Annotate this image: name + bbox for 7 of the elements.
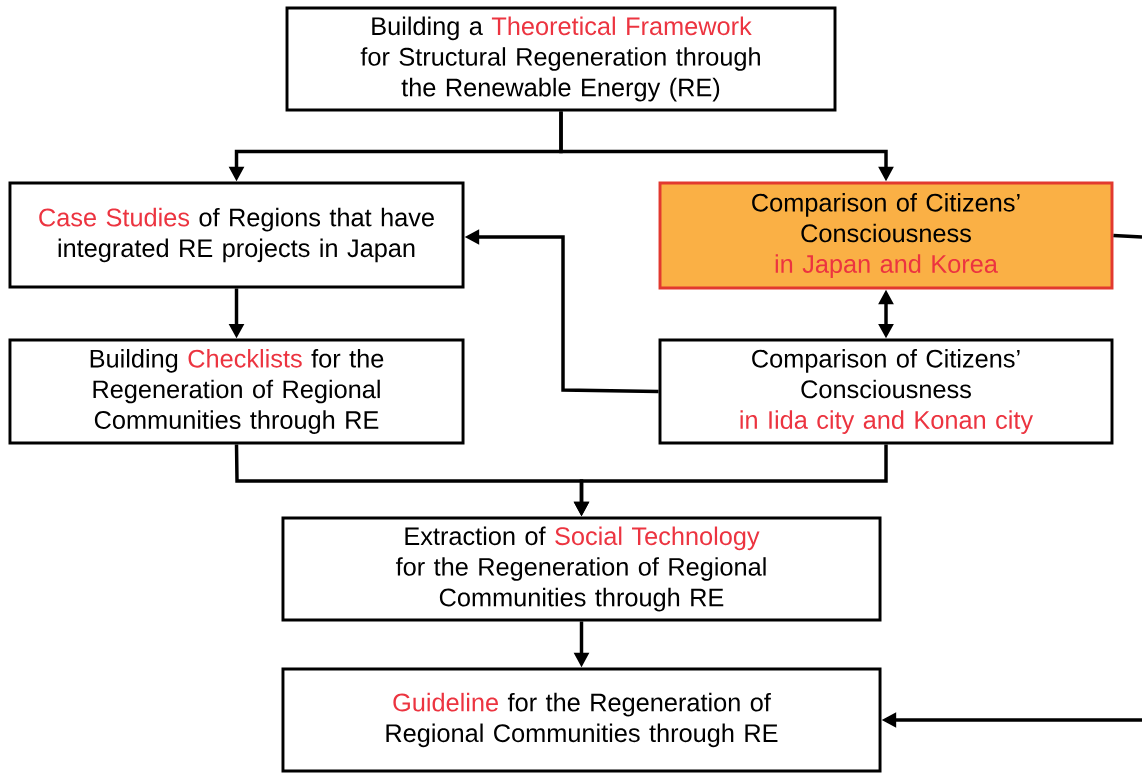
process-box: Building a Theoretical Framework for Structural Regeneration through the Renewable Energy (RE) <box>285 6 837 112</box>
process-box: Guideline for the Regeneration of Regional Communities through RE <box>281 667 882 773</box>
process-box: Building Checklists for the Regeneration of Regional Communities through RE <box>8 338 465 445</box>
process-box: Comparison of Citizens’ Consciousness in Iida city and Konan city <box>658 338 1114 445</box>
process-box: Case Studies of Regions that have integrated RE projects in Japan <box>8 181 465 289</box>
process-box: Comparison of Citizens’ Consciousness in Japan and Korea <box>658 181 1114 290</box>
process-box: Extraction of Social Technology for the Regeneration of Regional Communities through RE <box>281 516 882 622</box>
